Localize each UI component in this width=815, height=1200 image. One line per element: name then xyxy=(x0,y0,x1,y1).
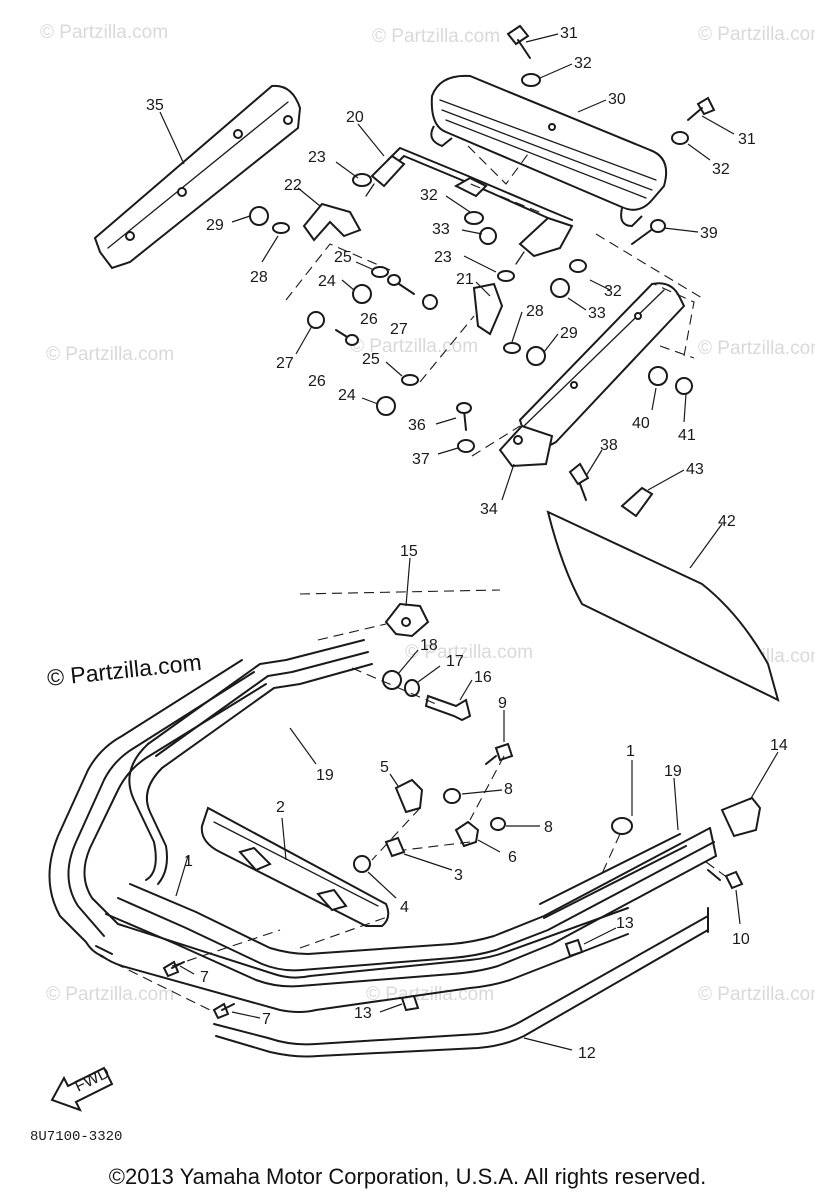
callout-16: 16 xyxy=(474,669,492,686)
callout-13: 13 xyxy=(354,1005,372,1022)
callout-36: 36 xyxy=(408,417,426,434)
callout-17: 17 xyxy=(446,653,464,670)
callout-4: 4 xyxy=(400,899,409,916)
part-35-bracket xyxy=(93,84,302,270)
watermark-prominent: © Partzilla.com xyxy=(46,649,203,691)
callout-31: 31 xyxy=(738,131,756,148)
callout-29: 29 xyxy=(560,325,578,342)
callout-6: 6 xyxy=(508,849,517,866)
callout-layer: 31 32 30 31 32 35 20 23 22 32 33 39 23 2… xyxy=(146,25,788,1062)
upper-guide-lines xyxy=(285,145,703,457)
callout-1: 1 xyxy=(626,743,635,760)
callout-32: 32 xyxy=(574,55,592,72)
callout-23: 23 xyxy=(308,149,326,166)
callout-21: 21 xyxy=(456,271,474,288)
callout-34: 34 xyxy=(480,501,498,518)
callout-26: 26 xyxy=(360,311,378,328)
leader-lines xyxy=(159,33,779,1051)
callout-19: 19 xyxy=(664,763,682,780)
callout-5: 5 xyxy=(380,759,389,776)
copyright-notice: ©2013 Yamaha Motor Corporation, U.S.A. A… xyxy=(108,1164,707,1189)
watermark-text: © Partzilla.com xyxy=(405,642,533,663)
part-2-plate xyxy=(200,806,390,927)
watermark-text: © Partzilla.com xyxy=(40,22,168,43)
fwd-arrow-icon: FWD xyxy=(50,1064,114,1112)
callout-10: 10 xyxy=(732,931,750,948)
callout-24: 24 xyxy=(338,387,356,404)
callout-24: 24 xyxy=(318,273,336,290)
callout-40: 40 xyxy=(632,415,650,432)
callout-2: 2 xyxy=(276,799,285,816)
callout-33: 33 xyxy=(588,305,606,322)
callout-43: 43 xyxy=(686,461,704,478)
callout-13: 13 xyxy=(616,915,634,932)
part-20-handle xyxy=(365,147,574,265)
watermark-text: © Partzilla.com xyxy=(698,338,815,359)
drawing-code: 8U7100-3320 xyxy=(30,1129,122,1145)
callout-31: 31 xyxy=(560,25,578,42)
lower-guide-lines xyxy=(99,755,729,1013)
callout-39: 39 xyxy=(700,225,718,242)
part-42-flap xyxy=(546,510,780,702)
callout-29: 29 xyxy=(206,217,224,234)
upper-fasteners xyxy=(249,24,716,518)
watermark-text: © Partzilla.com xyxy=(46,984,174,1005)
callout-25: 25 xyxy=(362,351,380,368)
callout-38: 38 xyxy=(600,437,618,454)
callout-22: 22 xyxy=(284,177,302,194)
callout-15: 15 xyxy=(400,543,418,560)
callout-32: 32 xyxy=(712,161,730,178)
watermark-text: © Partzilla.com xyxy=(46,344,174,365)
lower-fasteners xyxy=(162,742,762,1020)
callout-20: 20 xyxy=(346,109,364,126)
callout-14: 14 xyxy=(770,737,788,754)
callout-26: 26 xyxy=(308,373,326,390)
callout-41: 41 xyxy=(678,427,696,444)
callout-32: 32 xyxy=(420,187,438,204)
callout-30: 30 xyxy=(608,91,626,108)
part-1-frame xyxy=(105,827,717,988)
callout-35: 35 xyxy=(146,97,164,114)
callout-9: 9 xyxy=(498,695,507,712)
main-frame xyxy=(48,659,629,1013)
callout-7: 7 xyxy=(262,1011,271,1028)
callout-8: 8 xyxy=(544,819,553,836)
watermark-text: © Partzilla.com xyxy=(698,984,815,1005)
callout-32: 32 xyxy=(604,283,622,300)
callout-1: 1 xyxy=(184,853,193,870)
part-34-arm xyxy=(498,282,686,468)
callout-12: 12 xyxy=(578,1045,596,1062)
callout-3: 3 xyxy=(454,867,463,884)
callout-37: 37 xyxy=(412,451,430,468)
callout-42: 42 xyxy=(718,513,736,530)
callout-28: 28 xyxy=(250,269,268,286)
callout-28: 28 xyxy=(526,303,544,320)
part-16-18-fasteners xyxy=(351,667,472,722)
part-19-rail-right xyxy=(539,833,687,919)
callout-7: 7 xyxy=(200,969,209,986)
callout-25: 25 xyxy=(334,249,352,266)
callout-33: 33 xyxy=(432,221,450,238)
callout-8: 8 xyxy=(504,781,513,798)
part-12-molding xyxy=(213,907,709,1058)
watermark-text: © Partzilla.com xyxy=(372,26,500,47)
callout-23: 23 xyxy=(434,249,452,266)
watermark-text: © Partzilla.com xyxy=(698,24,815,45)
part-15-clip xyxy=(299,589,501,641)
part-30-cover xyxy=(430,74,668,228)
watermark-text: © Partzilla.com xyxy=(350,336,478,357)
callout-27: 27 xyxy=(276,355,294,372)
callout-18: 18 xyxy=(420,637,438,654)
callout-27: 27 xyxy=(390,321,408,338)
callout-19: 19 xyxy=(316,767,334,784)
